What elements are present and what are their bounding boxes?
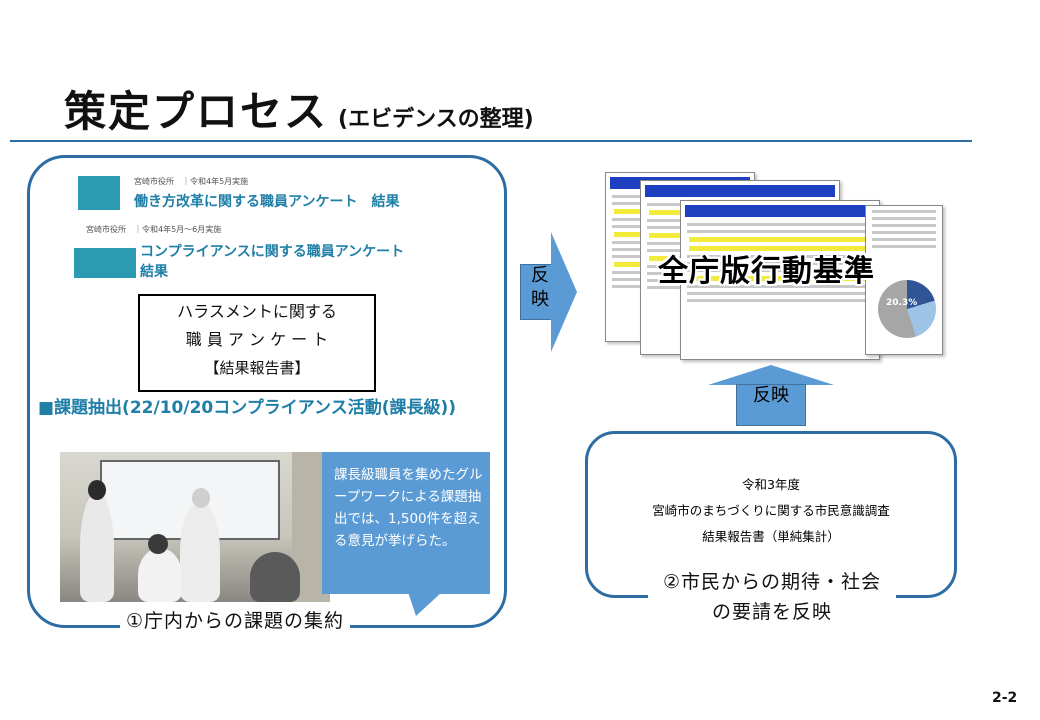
- title-divider: [10, 140, 972, 142]
- doc2-marker: [74, 248, 136, 278]
- pie-chart-icon: [878, 280, 936, 338]
- group-work-callout: 課長級職員を集めたグループワークによる課題抽出では、1,500件を超える意見が挙…: [322, 452, 490, 594]
- report-line1: ハラスメントに関する: [177, 302, 337, 321]
- issue-extraction-heading: ■課題抽出(22/10/20コンプライアンス活動(課長級)): [38, 398, 456, 418]
- group-work-photo: [60, 452, 330, 602]
- doc2-meta: 宮崎市役所 ｜令和4年5月～6月実施: [86, 225, 222, 234]
- survey-year: 令和3年度: [742, 477, 800, 492]
- up-arrow-label: 反映: [753, 385, 789, 406]
- page-title-text: 策定プロセス: [64, 87, 329, 136]
- survey-report-type: 結果報告書（単純集計）: [702, 529, 840, 544]
- guideline-doc-page-3: [680, 200, 880, 360]
- guideline-title: 全庁版行動基準: [658, 254, 875, 289]
- callout-tail: [408, 592, 442, 616]
- right-arrow-label: 反映: [531, 265, 549, 310]
- survey-title: 宮崎市のまちづくりに関する市民意識調査: [652, 503, 890, 518]
- right-arrow-icon: [520, 232, 577, 352]
- doc1-title: 働き方改革に関する職員アンケート 結果: [134, 194, 400, 210]
- doc2-title-line1: コンプライアンスに関する職員アンケート: [140, 244, 405, 260]
- page-number: 2-2: [992, 690, 1018, 706]
- internal-issues-panel: 宮崎市役所 ｜令和4年5月実施 働き方改革に関する職員アンケート 結果 宮崎市役…: [27, 155, 507, 633]
- citizen-survey-caption: ②市民からの期待・社会の要請を反映: [648, 563, 896, 631]
- doc2-title-line2: 結果: [140, 264, 168, 280]
- doc1-meta: 宮崎市役所 ｜令和4年5月実施: [134, 177, 249, 186]
- harassment-report-cover: ハラスメントに関する 職 員 ア ン ケ ー ト 【結果報告書】: [138, 294, 376, 392]
- report-line2: 職 員 ア ン ケ ー ト: [185, 330, 329, 349]
- pie-chart-value: 20.3%: [886, 298, 918, 308]
- doc1-marker: [78, 176, 120, 210]
- report-line3: 【結果報告書】: [204, 359, 310, 377]
- internal-issues-caption: ①庁内からの課題の集約: [120, 606, 351, 633]
- up-arrow-icon: [708, 365, 834, 426]
- page-title: 策定プロセス (エビデンスの整理): [64, 78, 534, 139]
- page-subtitle: (エビデンスの整理): [338, 107, 534, 132]
